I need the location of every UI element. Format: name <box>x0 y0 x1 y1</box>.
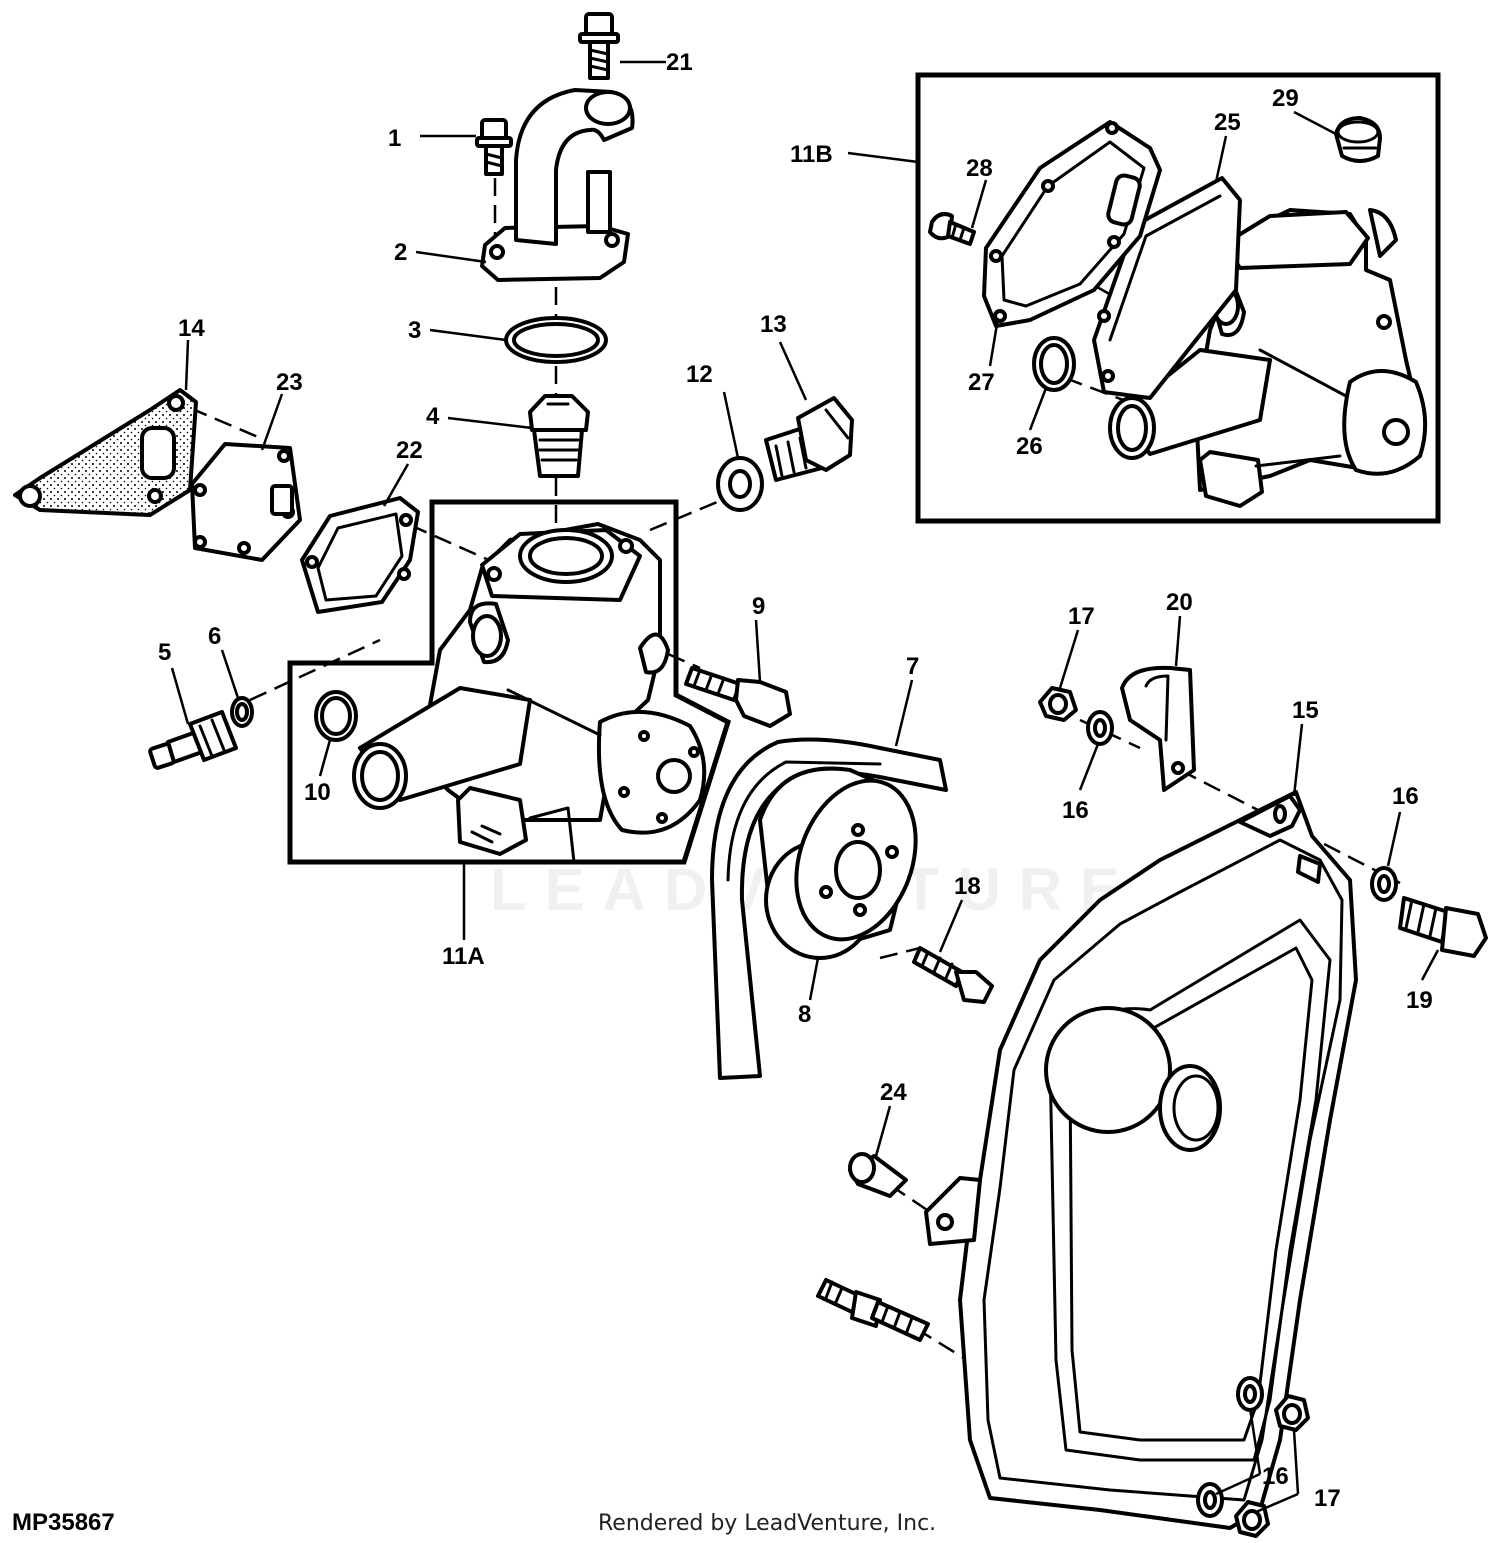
washer-6 <box>230 696 254 728</box>
assembly-11a-frame <box>287 499 732 865</box>
bracket-20 <box>1120 665 1196 792</box>
washer-12 <box>716 456 764 512</box>
callout-10: 10 <box>304 779 331 806</box>
callout-2: 2 <box>394 239 407 266</box>
cover-plate-23 <box>190 442 302 562</box>
washer-16-lower-a <box>1236 1376 1264 1412</box>
o-ring-26 <box>1032 336 1076 392</box>
callout-1: 1 <box>388 125 401 152</box>
callout-13: 13 <box>760 311 787 338</box>
callout-4: 4 <box>426 403 440 430</box>
gasket-22 <box>300 496 420 614</box>
callout-17-upper: 17 <box>1068 603 1095 630</box>
assembly-11b-frame <box>915 72 1441 524</box>
washer-16-upper <box>1086 710 1114 746</box>
plug-29 <box>1334 116 1382 163</box>
callout-15: 15 <box>1292 697 1319 724</box>
callout-19: 19 <box>1406 987 1433 1014</box>
water-pump-11a <box>352 522 707 864</box>
o-ring-3 <box>504 316 608 364</box>
credit-line: Rendered by LeadVenture, Inc. <box>598 1511 936 1536</box>
callout-16-upper: 16 <box>1062 797 1089 824</box>
callout-28: 28 <box>966 155 993 182</box>
bolt-19 <box>1398 896 1488 958</box>
thermostat-4 <box>528 394 590 478</box>
spacer-24 <box>848 1152 908 1198</box>
v-belt-7 <box>710 737 948 1080</box>
drain-plug-13 <box>764 396 854 482</box>
fan-pulley-8 <box>758 766 918 960</box>
callout-9: 9 <box>752 593 765 620</box>
callout-6: 6 <box>208 623 221 650</box>
callout-5: 5 <box>158 639 171 666</box>
callout-25: 25 <box>1214 109 1241 136</box>
gasket-25 <box>1092 176 1242 400</box>
nut-17-upper <box>1038 686 1078 722</box>
bolt-1 <box>475 118 513 176</box>
stud-bolt-lower <box>816 1278 930 1342</box>
callout-11b: 11B <box>790 141 833 168</box>
callout-22: 22 <box>396 437 423 464</box>
callout-29: 29 <box>1272 85 1299 112</box>
figure-id: MP35867 <box>12 1509 115 1536</box>
callout-17-lower: 17 <box>1314 1485 1341 1512</box>
callout-21: 21 <box>666 49 693 76</box>
callout-3: 3 <box>408 317 421 344</box>
bolt-18 <box>912 946 994 1004</box>
callout-12: 12 <box>686 361 713 388</box>
o-ring-10 <box>314 690 358 742</box>
screw-28 <box>928 212 976 246</box>
callout-27: 27 <box>968 369 995 396</box>
leader-lines <box>170 60 1440 1514</box>
callout-24: 24 <box>880 1079 907 1106</box>
bolt-9 <box>684 666 792 728</box>
callout-20: 20 <box>1166 589 1193 616</box>
washer-16-lower-b <box>1196 1482 1224 1518</box>
temperature-sender-5 <box>148 710 238 770</box>
callout-18: 18 <box>954 873 981 900</box>
callout-23: 23 <box>276 369 303 396</box>
callout-labels: 1 2 3 4 5 6 7 8 9 10 11A 11B 12 13 14 15… <box>158 49 1433 1512</box>
cover-plate-27 <box>982 120 1162 328</box>
callout-8: 8 <box>798 1001 811 1028</box>
fan-bracket-14 <box>13 388 198 517</box>
bolt-21 <box>578 12 620 80</box>
water-outlet-elbow-2 <box>480 88 635 282</box>
callout-26: 26 <box>1016 433 1043 460</box>
callout-11a: 11A <box>442 943 485 970</box>
callout-16-lower: 16 <box>1262 1463 1289 1490</box>
callout-16-right: 16 <box>1392 783 1419 810</box>
belt-guard-15 <box>924 790 1358 1530</box>
callout-7: 7 <box>906 653 919 680</box>
nut-17-lower-a <box>1274 1394 1310 1432</box>
washer-16-right <box>1370 866 1398 902</box>
callout-14: 14 <box>178 315 205 342</box>
